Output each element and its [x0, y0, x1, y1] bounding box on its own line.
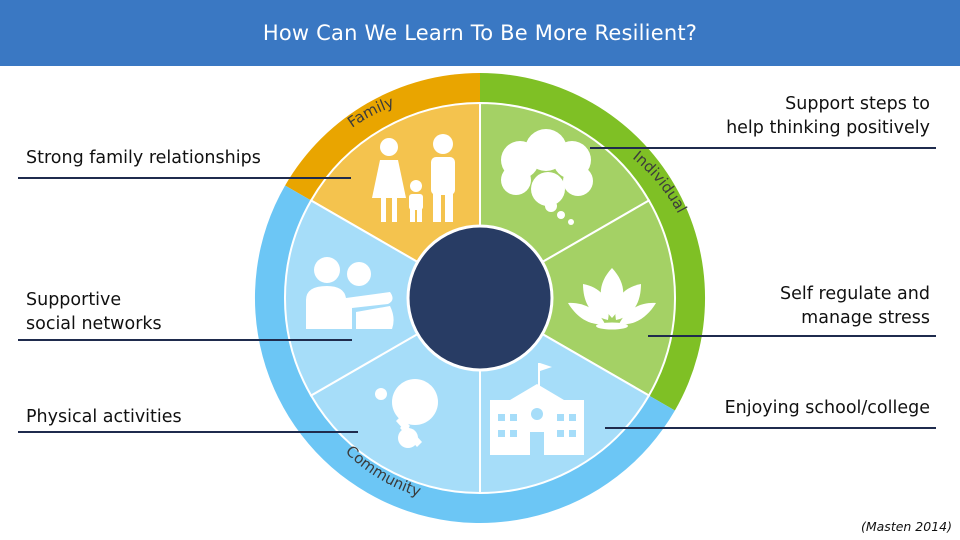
wedge-self-regulate: [477, 199, 677, 397]
center-circle: [406, 224, 554, 372]
school-building-icon: [490, 363, 584, 455]
label-school-text: Enjoying school/college: [724, 398, 930, 418]
label-social-networks: Supportive social networks: [26, 288, 162, 336]
leader-line-self-regulate: [700, 335, 936, 337]
label-thinking-line1: Support steps to: [785, 94, 930, 114]
family-icon: [372, 134, 455, 222]
leader-line-physical: [18, 431, 300, 433]
label-thinking-line2: help thinking positively: [726, 118, 930, 138]
leader-line-thinking: [640, 147, 936, 149]
label-self-regulate-line1: Self regulate and: [780, 284, 930, 304]
label-thinking-positively: Support steps to help thinking positivel…: [726, 92, 930, 140]
label-physical-activities-text: Physical activities: [26, 407, 182, 427]
label-self-regulate-line2: manage stress: [801, 308, 930, 328]
citation: (Masten 2014): [860, 519, 952, 534]
friends-icon: [306, 257, 394, 329]
label-family-relationships: Strong family relationships: [26, 146, 261, 170]
slide-header: How Can We Learn To Be More Resilient?: [0, 0, 960, 66]
leader-line-school: [660, 427, 936, 429]
label-self-regulate: Self regulate and manage stress: [780, 282, 930, 330]
label-social-networks-line2: social networks: [26, 314, 162, 334]
label-school: Enjoying school/college: [725, 396, 930, 420]
label-family-relationships-text: Strong family relationships: [26, 148, 261, 168]
slide-title: How Can We Learn To Be More Resilient?: [262, 21, 698, 45]
ping-pong-icon: [375, 379, 438, 448]
label-physical-activities: Physical activities: [26, 405, 182, 429]
leader-line-social: [18, 339, 300, 341]
label-social-networks-line1: Supportive: [26, 290, 122, 310]
lotus-icon: [568, 268, 656, 330]
leader-line-family: [18, 177, 284, 179]
thought-cloud-icon: [501, 129, 593, 225]
